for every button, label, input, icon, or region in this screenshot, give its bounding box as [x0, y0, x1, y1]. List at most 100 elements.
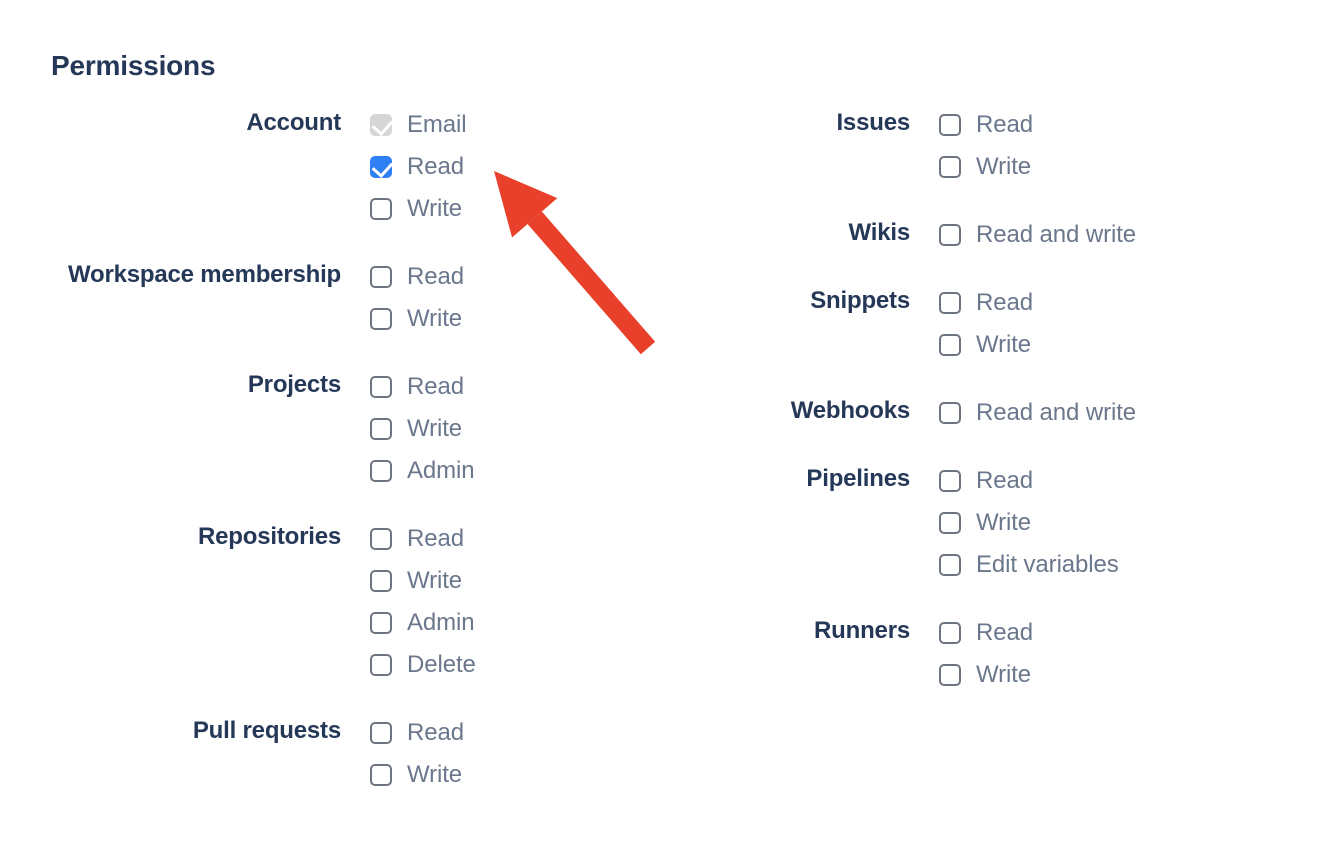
permission-options: Read and write — [910, 214, 1136, 256]
permission-option-label: Write — [407, 761, 463, 788]
permission-option-row[interactable]: Read — [370, 366, 475, 408]
checkbox-read-icon[interactable] — [370, 528, 392, 550]
permission-option-label: Write — [976, 509, 1032, 536]
permission-option-row[interactable]: Read and write — [939, 392, 1136, 434]
permission-group-label: Issues — [836, 109, 910, 136]
permission-group-label: Pull requests — [192, 717, 341, 744]
checkbox-read-and-write-icon[interactable] — [939, 402, 961, 424]
permission-option-label: Edit variables — [976, 551, 1119, 578]
permission-option-row[interactable]: Write — [939, 146, 1033, 188]
checkbox-write-icon[interactable] — [939, 512, 961, 534]
permission-group-label: Wikis — [848, 219, 911, 246]
checkbox-read-icon[interactable] — [370, 376, 392, 398]
checkbox-admin-icon[interactable] — [370, 612, 392, 634]
permission-group-label: Projects — [247, 371, 341, 398]
permission-option-row[interactable]: Read — [370, 146, 467, 188]
permission-option-label: Write — [976, 153, 1032, 180]
permission-option-label: Read — [407, 373, 464, 400]
permission-option-row[interactable]: Read — [939, 282, 1033, 324]
permission-option-row[interactable]: Write — [370, 188, 467, 230]
checkbox-write-icon[interactable] — [370, 570, 392, 592]
permission-option-row[interactable]: Write — [370, 560, 476, 602]
checkbox-write-icon[interactable] — [370, 764, 392, 786]
checkbox-read-and-write-icon[interactable] — [939, 224, 961, 246]
checkbox-edit-variables-icon[interactable] — [939, 554, 961, 576]
permission-option-row[interactable]: Read and write — [939, 214, 1136, 256]
permission-option-label: Read — [976, 467, 1033, 494]
checkbox-admin-icon[interactable] — [370, 460, 392, 482]
permission-option-label: Read — [407, 719, 464, 746]
checkbox-read-icon[interactable] — [370, 266, 392, 288]
permission-group-label: Snippets — [810, 287, 910, 314]
checkbox-read-icon[interactable] — [370, 155, 394, 179]
permission-option-row[interactable]: Write — [939, 502, 1119, 544]
permission-option-row[interactable]: Read — [370, 518, 476, 560]
page-title: Permissions — [51, 50, 216, 81]
checkbox-write-icon[interactable] — [370, 308, 392, 330]
permission-option-row[interactable]: Read — [370, 712, 464, 754]
checkbox-read-icon[interactable] — [939, 622, 961, 644]
permission-option-row[interactable]: Edit variables — [939, 544, 1119, 586]
check-icon — [371, 155, 394, 179]
permission-option-label: Admin — [407, 609, 475, 636]
permission-option-row[interactable]: Write — [370, 298, 464, 340]
permission-option-row[interactable]: Read — [939, 612, 1033, 654]
permission-group-label: Account — [246, 109, 341, 136]
checkbox-write-icon[interactable] — [939, 156, 961, 178]
permission-option-row[interactable]: Read — [939, 460, 1119, 502]
checkbox-email-icon — [370, 113, 394, 137]
permission-option-row[interactable]: Delete — [370, 644, 476, 686]
permission-option-row[interactable]: Admin — [370, 450, 475, 492]
permission-option-row[interactable]: Write — [370, 408, 475, 450]
permission-option-label: Read — [976, 619, 1033, 646]
permission-option-label: Write — [976, 661, 1032, 688]
permission-option-row[interactable]: Read — [370, 256, 464, 298]
permission-option-row[interactable]: Write — [370, 754, 464, 796]
permission-options: Read and write — [910, 392, 1136, 434]
permission-option-label: Read — [976, 111, 1033, 138]
checkbox-read-icon[interactable] — [370, 722, 392, 744]
permission-option-row[interactable]: Read — [939, 104, 1033, 146]
checkbox-read-icon[interactable] — [939, 470, 961, 492]
permission-option-label: Read — [407, 153, 464, 180]
permission-option-label: Write — [407, 305, 463, 332]
permission-option-label: Read and write — [976, 399, 1137, 426]
permission-option-label: Email — [407, 111, 467, 138]
check-icon — [371, 113, 394, 137]
checkbox-read-icon[interactable] — [939, 292, 961, 314]
checkbox-write-icon[interactable] — [370, 198, 392, 220]
permission-option-label: Write — [407, 415, 463, 442]
permission-option-row[interactable]: Write — [939, 324, 1033, 366]
checkbox-write-icon[interactable] — [370, 418, 392, 440]
permission-option-label: Write — [407, 195, 463, 222]
permission-group: Wikis Read and write — [660, 214, 1322, 256]
permission-option-row[interactable]: Write — [939, 654, 1033, 696]
permission-option-row[interactable]: Email — [370, 104, 467, 146]
permission-option-label: Admin — [407, 457, 475, 484]
checkbox-write-icon[interactable] — [939, 334, 961, 356]
permission-option-row[interactable]: Admin — [370, 602, 476, 644]
checkbox-write-icon[interactable] — [939, 664, 961, 686]
checkbox-read-icon[interactable] — [939, 114, 961, 136]
checkbox-delete-icon[interactable] — [370, 654, 392, 676]
permission-group-label: Pipelines — [806, 465, 910, 492]
